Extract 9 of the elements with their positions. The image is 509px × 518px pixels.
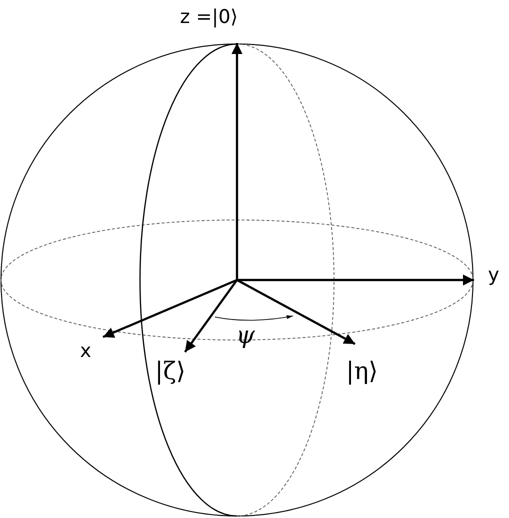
arrow — [232, 43, 242, 280]
arrow — [236, 279, 356, 345]
angle-label: ψ — [236, 322, 255, 348]
axis-label: y — [488, 264, 500, 286]
arrow — [184, 279, 238, 353]
arrow — [102, 278, 238, 338]
axis-label: z =|0⟩ — [180, 6, 238, 28]
axis-label: x — [80, 340, 92, 362]
arrow — [237, 274, 474, 286]
